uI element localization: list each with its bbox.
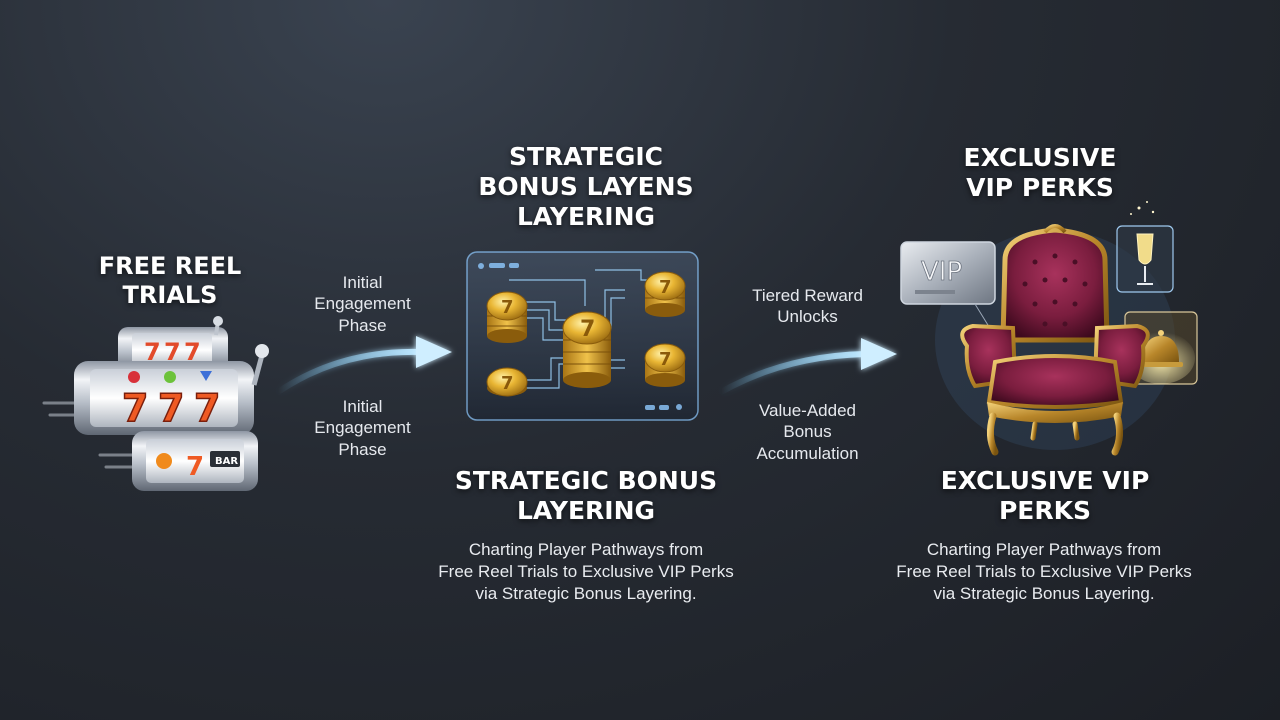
front-reel: 7 BAR <box>132 431 258 491</box>
stage2-title-top: STRATEGIC BONUS LAYENS LAYERING <box>478 142 694 231</box>
connector1-label-bottom: Initial Engagement Phase <box>314 397 411 459</box>
coin-stack-left: 7 <box>486 291 528 343</box>
connector2-label-bottom: Value-Added Bonus Accumulation <box>756 401 859 463</box>
svg-text:7: 7 <box>659 349 672 370</box>
stage2-caption: Charting Player Pathways from Free Reel … <box>438 540 734 604</box>
stage2-title-bottom: STRATEGIC BONUS LAYERING <box>454 466 718 525</box>
champagne-glass-card <box>1116 201 1174 293</box>
coin-stack-center: 7 <box>562 311 612 388</box>
coin-single-left: 7 <box>486 367 528 397</box>
vip-lounge-illustration: VIP <box>900 201 1198 456</box>
vip-card: VIP <box>900 241 996 331</box>
bar-symbol: BAR <box>215 456 238 467</box>
stage1-title: FREE REEL TRIALS <box>98 252 242 309</box>
main-reel: 7 7 7 <box>74 344 269 435</box>
reel-symbol-1: 7 <box>122 386 148 430</box>
bonus-circuit-panel: 7 7 7 7 7 <box>466 251 699 421</box>
arrow-2 <box>718 338 897 395</box>
stage3-title-bottom: EXCLUSIVE VIP PERKS <box>940 466 1150 525</box>
svg-text:7: 7 <box>164 338 181 366</box>
connector2-label-top: Tiered Reward Unlocks <box>752 286 863 327</box>
svg-text:7: 7 <box>184 338 201 366</box>
arrow-1 <box>275 336 452 395</box>
vip-card-label: VIP <box>921 257 962 287</box>
stage3-title-top: EXCLUSIVE VIP PERKS <box>963 143 1117 202</box>
coin-stack-top-right: 7 <box>644 271 686 317</box>
stage3-caption: Charting Player Pathways from Free Reel … <box>896 540 1192 604</box>
svg-text:7: 7 <box>501 373 514 394</box>
reel-symbol-3: 7 <box>194 386 220 430</box>
vip-armchair <box>960 224 1150 456</box>
connector1-label-top: Initial Engagement Phase <box>314 273 411 335</box>
svg-text:7: 7 <box>501 297 514 318</box>
coin-stack-right: 7 <box>644 343 686 387</box>
panel-indicator-dots <box>478 263 682 410</box>
slot-reels-illustration: 7 7 7 7 7 7 7 BAR <box>42 316 269 491</box>
svg-text:7: 7 <box>186 452 204 482</box>
svg-text:7: 7 <box>659 277 672 298</box>
svg-text:7: 7 <box>144 338 161 366</box>
svg-text:7: 7 <box>580 317 595 342</box>
reel-symbol-2: 7 <box>158 386 184 430</box>
